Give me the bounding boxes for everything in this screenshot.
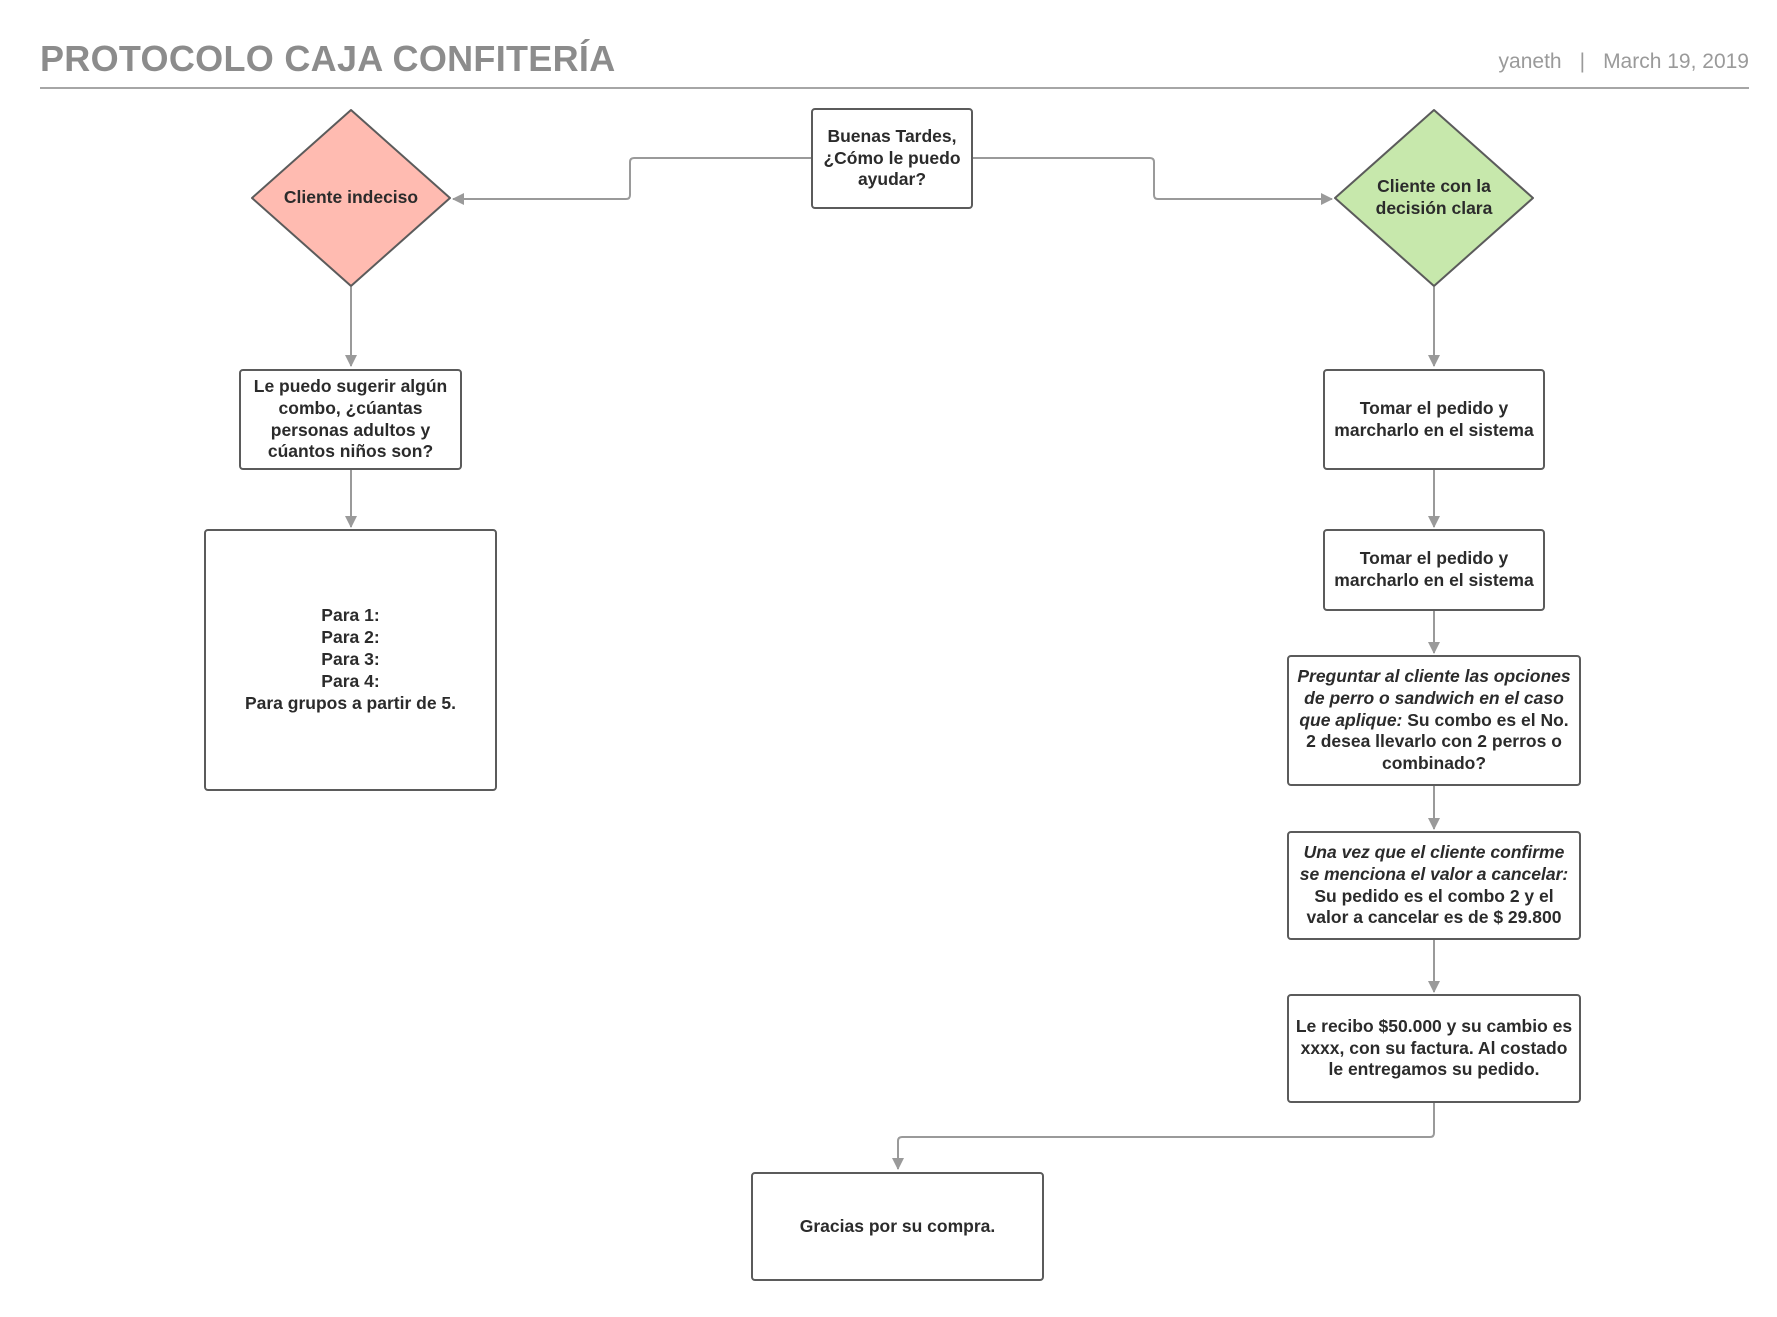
- take-order-text-2: Tomar el pedido y marcharlo en el sistem…: [1334, 548, 1534, 590]
- document-meta: yaneth | March 19, 2019: [1499, 50, 1749, 74]
- confirm-value-node[interactable]: Una vez que el cliente confirme se menci…: [1287, 831, 1581, 940]
- thanks-node[interactable]: Gracias por su compra.: [751, 1172, 1044, 1281]
- greeting-text: Buenas Tardes, ¿Cómo le puedo ayudar?: [823, 125, 961, 190]
- payment-text: Le recibo $50.000 y su cambio es xxxx, c…: [1295, 1015, 1573, 1080]
- decided-decision-label: Cliente con la decisión clara: [1356, 160, 1512, 236]
- confirm-value-text: Una vez que el cliente confirme se menci…: [1295, 842, 1573, 930]
- ask-options-node[interactable]: Preguntar al cliente las opciones de per…: [1287, 655, 1581, 786]
- group-option-item: Para 2:: [321, 627, 380, 648]
- page-title: PROTOCOLO CAJA CONFITERÍA: [40, 38, 616, 79]
- ask-options-rest: Su combo es el No. 2 desea llevarlo con …: [1306, 709, 1569, 774]
- ask-options-text: Preguntar al cliente las opciones de per…: [1295, 666, 1573, 775]
- group-option-item: Para 3:: [321, 649, 380, 670]
- meta-separator: |: [1579, 50, 1586, 73]
- group-option-item: Para grupos a partir de 5.: [244, 692, 457, 713]
- take-order-node-2[interactable]: Tomar el pedido y marcharlo en el sistem…: [1323, 529, 1545, 611]
- decided-decision-shape[interactable]: [1334, 109, 1534, 287]
- undecided-decision-label: Cliente indeciso: [262, 160, 440, 236]
- confirm-value-rest: Su pedido es el combo 2 y el valor a can…: [1306, 885, 1562, 928]
- decided-text: Cliente con la decisión clara: [1375, 176, 1493, 218]
- take-order-node-1[interactable]: Tomar el pedido y marcharlo en el sistem…: [1323, 369, 1545, 470]
- header-divider: [40, 87, 1749, 89]
- document-date: March 19, 2019: [1603, 50, 1749, 73]
- suggest-combo-node[interactable]: Le puedo sugerir algún combo, ¿cúantas p…: [239, 369, 462, 470]
- group-options-list: Para 1: Para 2: Para 3: Para 4: Para gru…: [245, 605, 456, 714]
- undecided-text: Cliente indeciso: [283, 187, 419, 208]
- ask-options-lead: Preguntar al cliente las opciones de per…: [1297, 665, 1571, 730]
- suggest-combo-text: Le puedo sugerir algún combo, ¿cúantas p…: [253, 375, 448, 462]
- connector-greeting-to-decided: [973, 157, 1333, 205]
- group-option-item: Para 4:: [321, 670, 380, 691]
- thanks-text: Gracias por su compra.: [799, 1215, 996, 1236]
- group-options-node[interactable]: Para 1: Para 2: Para 3: Para 4: Para gru…: [204, 529, 497, 791]
- connector-greeting-to-undecided: [452, 157, 811, 205]
- group-option-item: Para 1:: [321, 605, 380, 626]
- undecided-decision-shape[interactable]: [251, 109, 451, 287]
- take-order-text-1: Tomar el pedido y marcharlo en el sistem…: [1334, 397, 1534, 440]
- payment-node[interactable]: Le recibo $50.000 y su cambio es xxxx, c…: [1287, 994, 1581, 1103]
- author-name: yaneth: [1498, 50, 1562, 73]
- greeting-node[interactable]: Buenas Tardes, ¿Cómo le puedo ayudar?: [811, 108, 973, 209]
- confirm-value-lead: Una vez que el cliente confirme se menci…: [1299, 841, 1569, 884]
- connector-payment-to-thanks: [892, 1103, 1435, 1170]
